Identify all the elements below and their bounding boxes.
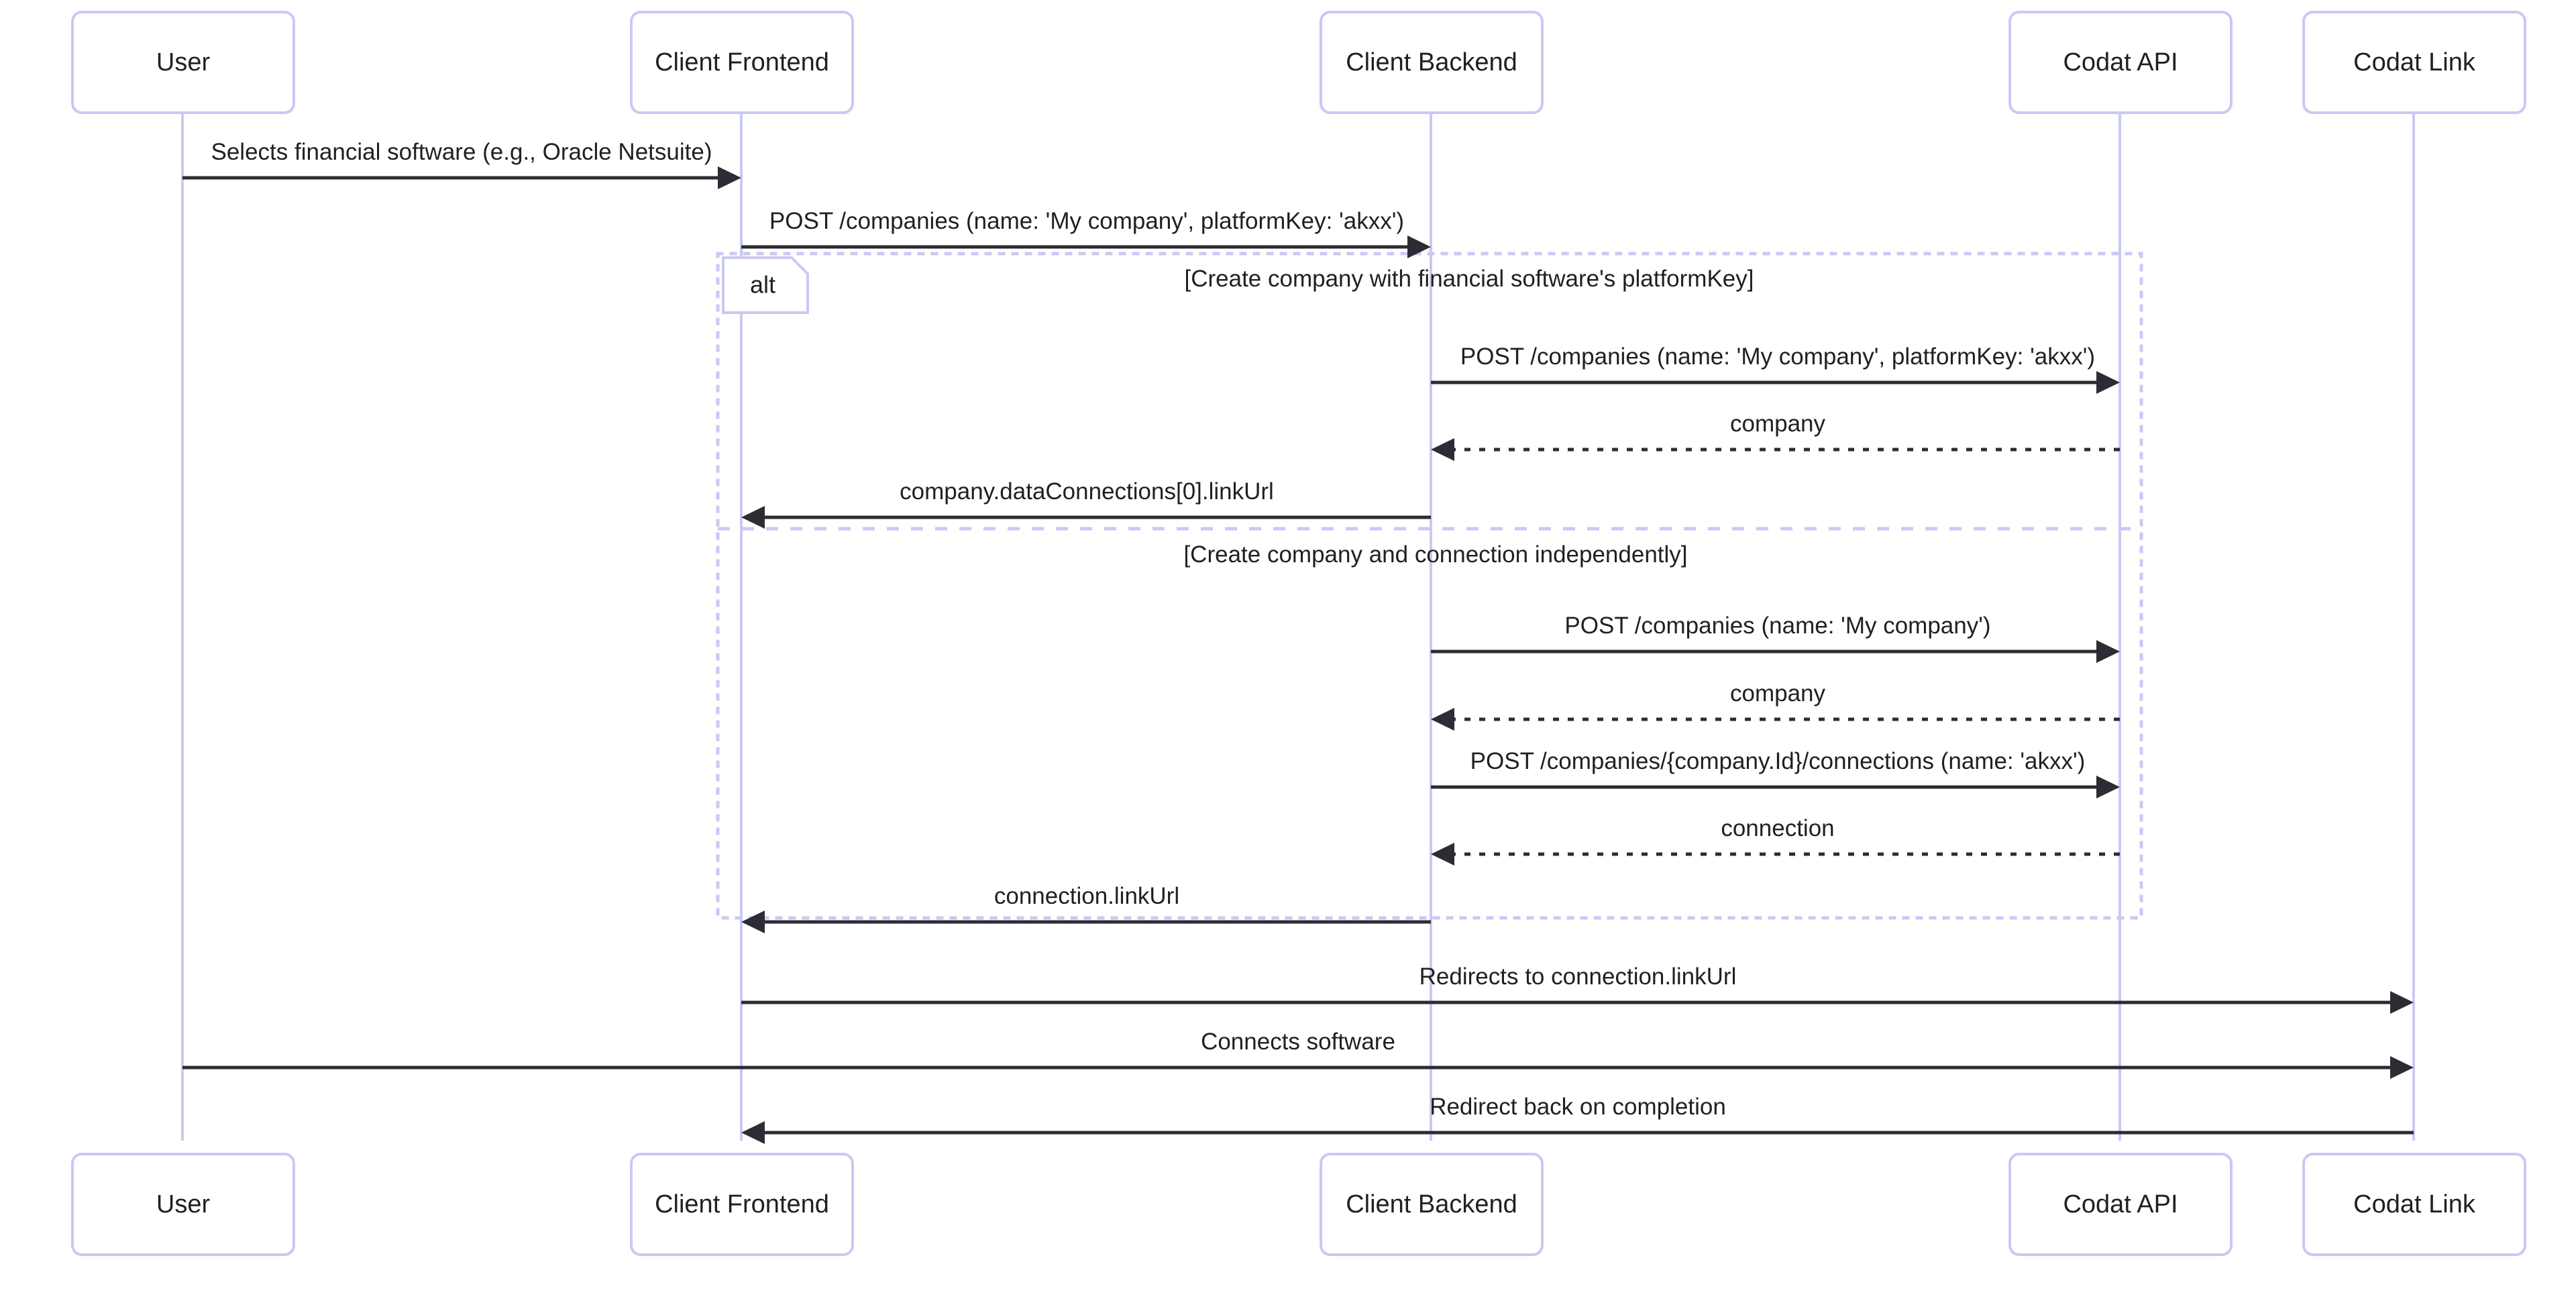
message-connection-return: connection	[1431, 815, 2120, 866]
message-label-2: POST /companies (name: 'My company', pla…	[769, 208, 1404, 234]
participant-box-codat-link-top[interactable]	[2302, 11, 2526, 114]
participant-label-codat-api-bottom: Codat API	[2063, 1190, 2178, 1218]
message-label-3: POST /companies (name: 'My company', pla…	[1460, 344, 2095, 370]
message-arrowhead-12	[2390, 1056, 2414, 1079]
participant-box-codat-api-bottom[interactable]	[2008, 1153, 2233, 1256]
participant-box-client-frontend-top[interactable]	[630, 11, 854, 114]
message-arrowhead-3	[2096, 371, 2120, 394]
participant-label-client-backend-top: Client Backend	[1346, 48, 1517, 76]
message-label-6: POST /companies (name: 'My company')	[1564, 613, 1990, 639]
message-label-5: company.dataConnections[0].linkUrl	[900, 478, 1274, 505]
alt-fragment: alt [Create company with financial softw…	[716, 252, 2143, 920]
message-arrowhead-6	[2096, 640, 2120, 663]
participants-bottom: User Client Frontend Client Backend Coda…	[71, 1153, 2526, 1256]
message-company-return-2: company	[1431, 680, 2120, 731]
message-arrowhead-11	[2390, 991, 2414, 1014]
message-label-10: connection.linkUrl	[994, 883, 1179, 909]
participant-label-client-frontend-bottom: Client Frontend	[655, 1190, 829, 1218]
message-label-13: Redirect back on completion	[1430, 1094, 1726, 1120]
participant-box-user-top[interactable]	[71, 11, 295, 114]
alt-tag-shape	[722, 256, 809, 314]
message-label-4: company	[1730, 411, 1826, 437]
message-arrowhead-2	[1407, 236, 1431, 258]
participant-label-codat-link-bottom: Codat Link	[2353, 1190, 2476, 1218]
message-arrowhead-8	[2096, 776, 2120, 798]
message-post-companies-platformkey-frontend: POST /companies (name: 'My company', pla…	[741, 208, 1431, 258]
message-arrowhead-7	[1431, 708, 1454, 731]
message-arrowhead-1	[718, 166, 741, 189]
message-label-7: company	[1730, 680, 1826, 707]
message-connects-software: Connects software	[182, 1029, 2414, 1079]
participant-codat-link-top[interactable]: Codat Link	[2302, 11, 2526, 114]
message-label-9: connection	[1721, 815, 1834, 841]
message-post-companies-platformkey-backend: POST /companies (name: 'My company', pla…	[1431, 344, 2120, 394]
participant-box-client-frontend-bottom[interactable]	[630, 1153, 854, 1256]
participant-box-user-bottom[interactable]	[71, 1153, 295, 1256]
participant-client-frontend-bottom[interactable]: Client Frontend	[630, 1153, 854, 1256]
message-post-connections: POST /companies/{company.Id}/connections…	[1431, 748, 2120, 798]
message-redirects-to-connection-linkurl: Redirects to connection.linkUrl	[741, 964, 2414, 1014]
participant-label-codat-link-top: Codat Link	[2353, 48, 2476, 76]
message-label-8: POST /companies/{company.Id}/connections…	[1470, 748, 2086, 774]
message-arrowhead-5	[741, 506, 765, 529]
message-selects-financial-software: Selects financial software (e.g., Oracle…	[182, 139, 741, 189]
participant-user-top[interactable]: User	[71, 11, 295, 114]
message-arrowhead-4	[1431, 438, 1454, 461]
message-post-companies-simple: POST /companies (name: 'My company')	[1431, 613, 2120, 663]
alt-tag-label: alt	[750, 271, 775, 299]
message-company-dataconnections-linkurl: company.dataConnections[0].linkUrl	[741, 478, 1431, 529]
participant-label-user-top: User	[156, 48, 211, 76]
participant-client-backend-bottom[interactable]: Client Backend	[1320, 1153, 1544, 1256]
message-company-return-1: company	[1431, 411, 2120, 461]
participants-top: User Client Frontend Client Backend Coda…	[71, 11, 2526, 114]
participant-label-codat-api-top: Codat API	[2063, 48, 2178, 76]
alt-branch-0-condition: [Create company with financial software'…	[1185, 266, 1754, 292]
message-label-11: Redirects to connection.linkUrl	[1419, 964, 1737, 990]
message-arrowhead-9	[1431, 843, 1454, 866]
participant-client-frontend-top[interactable]: Client Frontend	[630, 11, 854, 114]
participant-codat-api-bottom[interactable]: Codat API	[2008, 1153, 2233, 1256]
participant-codat-link-bottom[interactable]: Codat Link	[2302, 1153, 2526, 1256]
participant-box-codat-link-bottom[interactable]	[2302, 1153, 2526, 1256]
participant-box-client-backend-bottom[interactable]	[1320, 1153, 1544, 1256]
participant-box-codat-api-top[interactable]	[2008, 11, 2233, 114]
alt-fragment-frame	[716, 252, 2143, 920]
participant-label-client-backend-bottom: Client Backend	[1346, 1190, 1517, 1218]
message-arrowhead-10	[741, 911, 765, 933]
participant-box-client-backend-top[interactable]	[1320, 11, 1544, 114]
message-arrowhead-13	[741, 1121, 765, 1144]
participant-label-user-bottom: User	[156, 1190, 211, 1218]
participant-codat-api-top[interactable]: Codat API	[2008, 11, 2233, 114]
messages: Selects financial software (e.g., Oracle…	[182, 139, 2414, 1144]
message-connection-linkurl: connection.linkUrl	[741, 883, 1431, 933]
participant-user-bottom[interactable]: User	[71, 1153, 295, 1256]
participant-label-client-frontend-top: Client Frontend	[655, 48, 829, 76]
alt-branch-1-condition: [Create company and connection independe…	[1183, 541, 1687, 568]
message-redirect-back-on-completion: Redirect back on completion	[741, 1094, 2414, 1144]
message-label-1: Selects financial software (e.g., Oracle…	[211, 139, 712, 165]
participant-client-backend-top[interactable]: Client Backend	[1320, 11, 1544, 114]
message-label-12: Connects software	[1201, 1029, 1395, 1055]
